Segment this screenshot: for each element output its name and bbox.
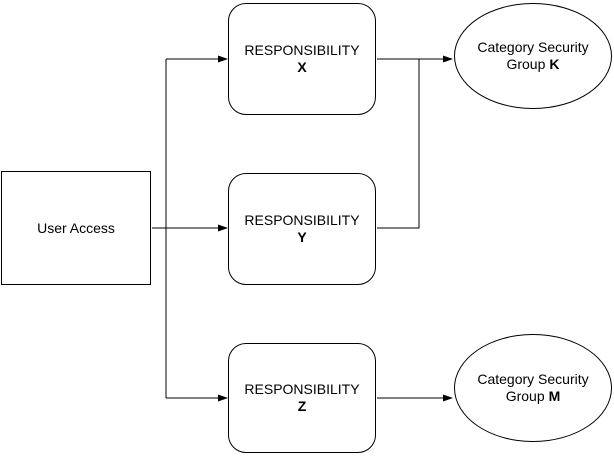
responsibility-x-title: RESPONSIBILITY [244,42,360,58]
category-m-line2: Group M [506,388,561,405]
category-m-group-word: Group [505,388,545,404]
node-category-security-group-k: Category Security Group K [454,3,612,109]
category-k-line1: Category Security [477,39,589,55]
category-k-letter: K [549,56,560,72]
elbow-y-to-group-k-line [377,59,420,229]
node-responsibility-y: RESPONSIBILITY Y [228,173,376,285]
category-k-group-word: Group [506,56,546,72]
category-k-line2: Group K [506,56,559,73]
category-m-line1: Category Security [477,371,589,387]
node-responsibility-x: RESPONSIBILITY X [228,3,376,115]
responsibility-x-letter: X [297,59,307,75]
node-category-security-group-m: Category Security Group M [454,334,612,442]
category-m-letter: M [548,388,561,404]
responsibility-z-letter: Z [297,398,307,414]
node-user-access: User Access [1,171,151,285]
user-access-label: User Access [37,219,115,236]
responsibility-y-letter: Y [297,229,307,245]
responsibility-y-title: RESPONSIBILITY [244,212,360,228]
node-responsibility-z: RESPONSIBILITY Z [228,343,376,453]
responsibility-z-title: RESPONSIBILITY [244,381,360,397]
